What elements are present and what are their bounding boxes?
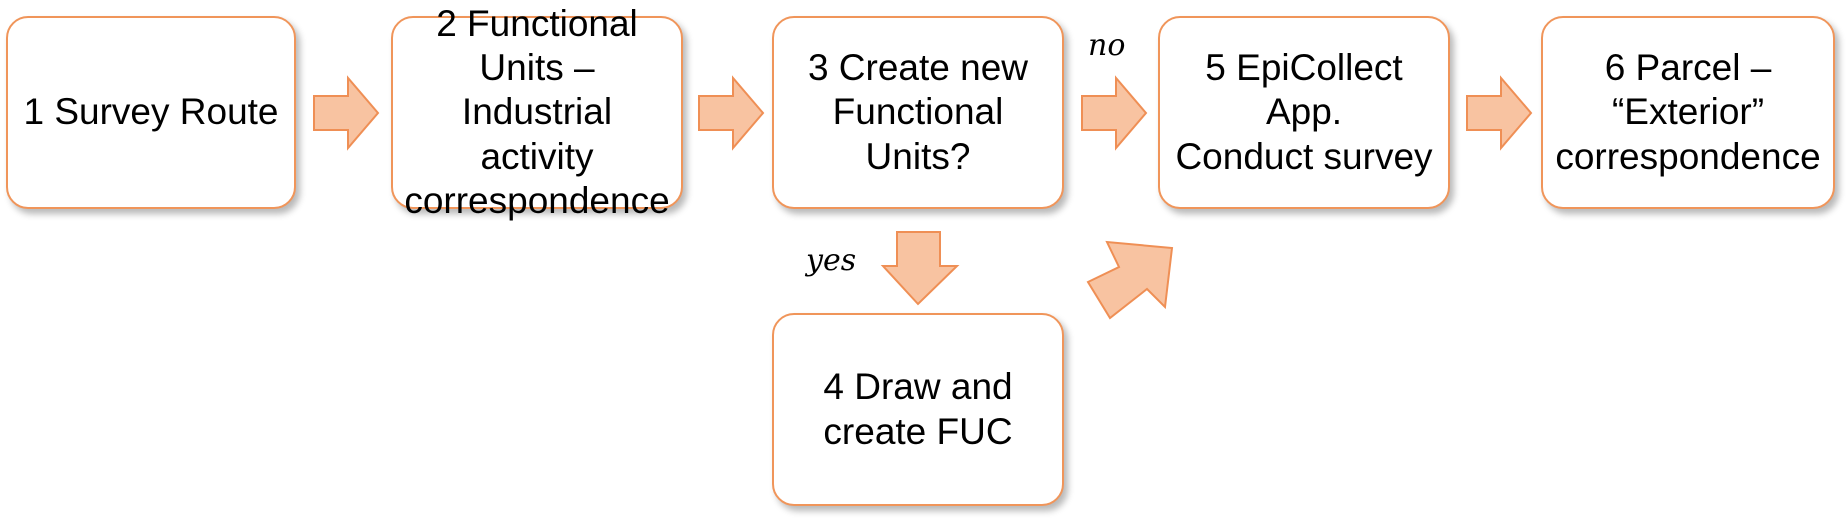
- step-3-box: 3 Create new Functional Units?: [772, 16, 1064, 209]
- step-2-box: 2 Functional Units – Industrial activity…: [391, 3, 683, 221]
- step-6-box: 6 Parcel – “Exterior” correspondence: [1541, 16, 1835, 209]
- step-6-label: 6 Parcel – “Exterior” correspondence: [1555, 46, 1821, 177]
- step-1-box: 1 Survey Route: [6, 16, 296, 209]
- step-4-label: 4 Draw and create FUC: [823, 366, 1013, 452]
- step-2-label: 2 Functional Units – Industrial activity…: [404, 2, 670, 222]
- step-5-label: 5 EpiCollect App. Conduct survey: [1175, 46, 1433, 177]
- arrow-step3-to-step4: [880, 231, 960, 306]
- arrow-step1-to-step2: [313, 75, 380, 151]
- arrow-step4-to-step5: [1086, 240, 1174, 320]
- step-3-label: 3 Create new Functional Units?: [807, 46, 1029, 177]
- arrow-step2-to-step3: [698, 75, 765, 151]
- decision-yes-label: yes: [806, 243, 857, 278]
- step-5-box: 5 EpiCollect App. Conduct survey: [1158, 16, 1450, 209]
- step-4-box: 4 Draw and create FUC: [772, 313, 1064, 506]
- arrow-step3-to-step5: [1081, 75, 1148, 151]
- step-1-label: 1 Survey Route: [23, 91, 279, 133]
- arrow-step5-to-step6: [1466, 75, 1533, 151]
- decision-no-label: no: [1088, 28, 1126, 63]
